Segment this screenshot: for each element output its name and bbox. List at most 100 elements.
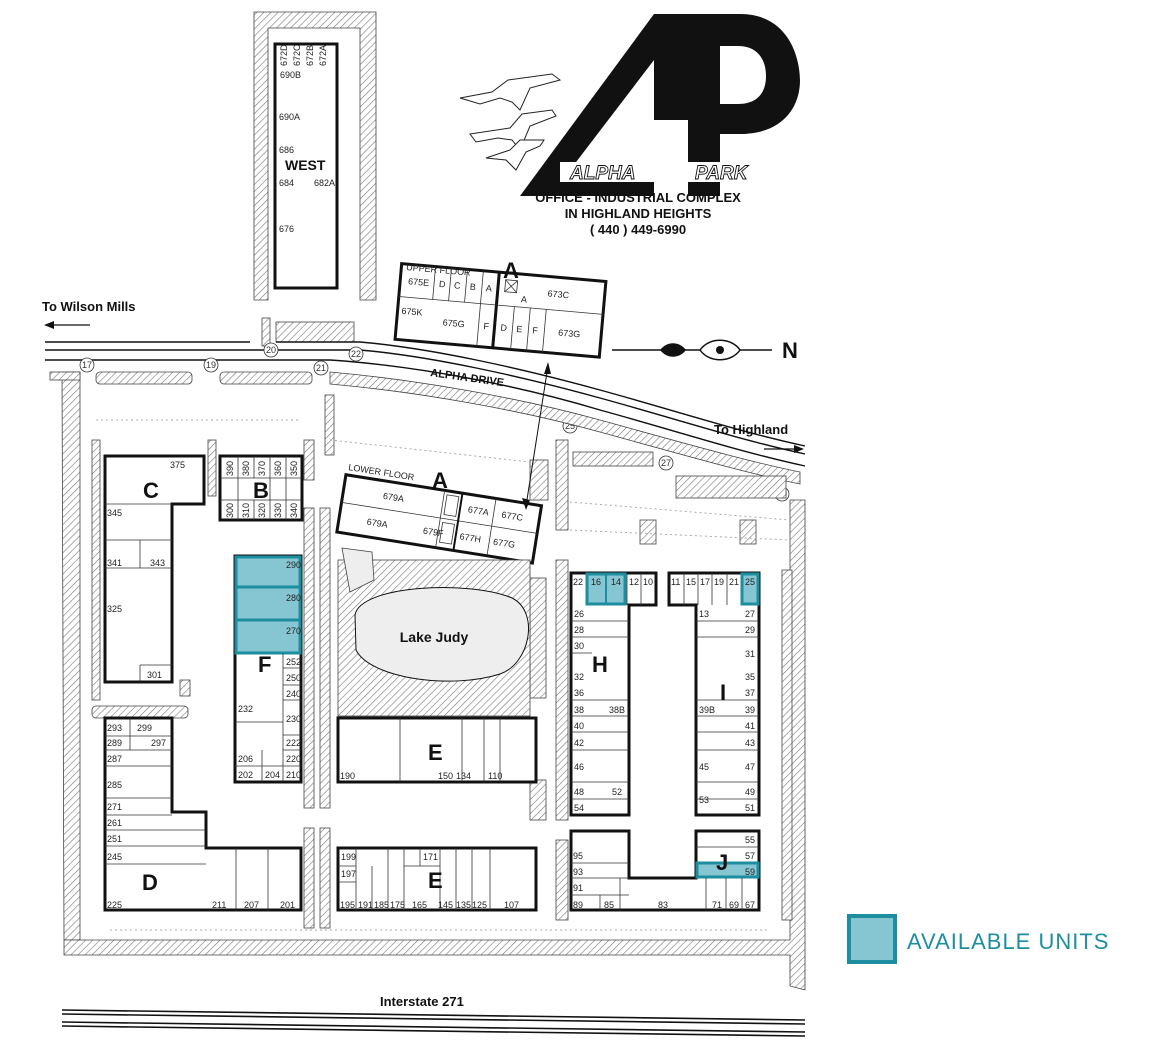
svg-text:93: 93 — [573, 867, 583, 877]
svg-text:11: 11 — [671, 577, 680, 587]
svg-text:135: 135 — [456, 900, 471, 910]
svg-text:673C: 673C — [547, 288, 570, 300]
svg-text:271: 271 — [107, 802, 122, 812]
svg-text:95: 95 — [573, 851, 583, 861]
svg-text:D: D — [439, 279, 447, 290]
svg-text:31: 31 — [745, 649, 755, 659]
unit-25-available — [740, 572, 760, 606]
building-a-lower[interactable]: 679A 679A 677A 677C 679F 677H 677G — [335, 473, 544, 565]
svg-text:26: 26 — [574, 609, 584, 619]
svg-text:39B: 39B — [699, 705, 715, 715]
unit-59-available — [695, 861, 760, 879]
svg-text:47: 47 — [745, 762, 755, 772]
svg-text:52: 52 — [612, 787, 622, 797]
svg-text:B: B — [470, 282, 477, 292]
svg-text:25: 25 — [565, 421, 575, 431]
svg-text:672A: 672A — [318, 45, 328, 66]
highland-direction: To Highland — [714, 422, 804, 453]
svg-text:17: 17 — [700, 577, 710, 587]
svg-text:690B: 690B — [280, 70, 301, 80]
svg-text:230: 230 — [286, 714, 301, 724]
available-swatch — [847, 914, 897, 964]
svg-text:375: 375 — [170, 460, 185, 470]
building-i[interactable]: 11 15 17 19 21 25 13 27 29 31 35 37 39B … — [667, 571, 761, 817]
svg-text:676: 676 — [279, 224, 294, 234]
svg-text:199: 199 — [341, 852, 356, 862]
building-c[interactable]: 375 345 341 343 325 301 C — [103, 454, 206, 684]
svg-text:59: 59 — [745, 867, 755, 877]
svg-text:297: 297 — [151, 738, 166, 748]
building-d-label: D — [142, 870, 158, 895]
svg-text:222: 222 — [286, 738, 301, 748]
svg-text:252: 252 — [286, 657, 301, 667]
svg-text:125: 125 — [472, 900, 487, 910]
svg-text:380: 380 — [241, 461, 251, 476]
building-b[interactable]: 390 380 370 360 350 300 310 320 330 340 … — [218, 454, 304, 522]
svg-text:682A: 682A — [314, 178, 335, 188]
geese-icon — [459, 73, 562, 171]
svg-text:206: 206 — [238, 754, 253, 764]
svg-text:287: 287 — [107, 754, 122, 764]
svg-text:57: 57 — [745, 851, 755, 861]
svg-text:210: 210 — [286, 770, 301, 780]
building-a-upper[interactable]: 675E D C B A A 673C 675K 675G F D E F 67… — [393, 261, 608, 359]
svg-text:27: 27 — [661, 458, 671, 468]
svg-text:C: C — [454, 280, 462, 291]
svg-text:340: 340 — [289, 503, 299, 518]
svg-text:204: 204 — [265, 770, 280, 780]
svg-text:285: 285 — [107, 780, 122, 790]
building-f[interactable]: 190 150 134 110 E — [336, 716, 538, 784]
svg-text:A: A — [521, 294, 528, 304]
svg-text:345: 345 — [107, 508, 122, 518]
svg-text:225: 225 — [107, 900, 122, 910]
svg-text:To Highland: To Highland — [714, 422, 788, 437]
building-b-label: B — [253, 478, 269, 503]
svg-text:220: 220 — [286, 754, 301, 764]
svg-text:261: 261 — [107, 818, 122, 828]
svg-text:350: 350 — [289, 461, 299, 476]
svg-text:ALPHA: ALPHA — [569, 163, 635, 184]
svg-text:672C: 672C — [292, 44, 302, 66]
svg-text:251: 251 — [107, 834, 122, 844]
svg-text:A: A — [485, 283, 492, 293]
svg-text:320: 320 — [257, 503, 267, 518]
svg-text:293: 293 — [107, 723, 122, 733]
svg-text:19: 19 — [206, 360, 216, 370]
svg-text:197: 197 — [341, 869, 356, 879]
legend: AVAILABLE UNITS — [847, 914, 1108, 964]
svg-text:343: 343 — [150, 558, 165, 568]
floor-link-arrow — [522, 362, 551, 510]
svg-text:325: 325 — [107, 604, 122, 614]
svg-text:310: 310 — [241, 503, 251, 518]
lake-label: Lake Judy — [400, 629, 469, 645]
svg-text:42: 42 — [574, 738, 584, 748]
unit-280-available — [234, 585, 302, 622]
svg-text:341: 341 — [107, 558, 122, 568]
svg-text:300: 300 — [225, 503, 235, 518]
svg-text:14: 14 — [611, 577, 621, 587]
svg-text:17: 17 — [82, 360, 92, 370]
svg-text:91: 91 — [573, 883, 583, 893]
svg-text:195: 195 — [340, 900, 355, 910]
building-j[interactable]: 95 93 91 89 85 83 71 69 67 55 57 59 J — [569, 829, 761, 912]
svg-text:677H: 677H — [459, 531, 482, 544]
building-e[interactable]: 199 197 171 195 191 185 175 165 145 135 … — [336, 846, 538, 912]
svg-text:207: 207 — [244, 900, 259, 910]
svg-text:10: 10 — [643, 577, 653, 587]
building-west[interactable]: WEST 690B 690A 686 684 682A 676 672D 672… — [273, 42, 339, 290]
building-h[interactable]: 22 16 14 12 10 26 28 30 32 36 38 38B 40 … — [569, 571, 658, 817]
unit-270-available — [234, 618, 302, 655]
svg-text:36: 36 — [574, 688, 584, 698]
building-g[interactable]: 290 280 270 252 250 240 232 230 222 220 … — [233, 554, 303, 784]
svg-text:To Wilson Mills: To Wilson Mills — [42, 299, 136, 314]
svg-text:679A: 679A — [382, 491, 404, 504]
alpha-park-logo: ALPHA PARK — [459, 14, 800, 196]
svg-text:21: 21 — [316, 363, 326, 373]
svg-text:270: 270 — [286, 626, 301, 636]
building-f-label: E — [428, 740, 443, 765]
svg-text:675K: 675K — [401, 306, 423, 318]
phone-number[interactable]: ( 440 ) 449-6990 — [590, 222, 686, 237]
building-d[interactable]: 293 299 289 297 287 285 271 261 251 245 … — [103, 716, 303, 912]
alpha-drive — [45, 341, 806, 467]
svg-text:677G: 677G — [492, 537, 515, 550]
